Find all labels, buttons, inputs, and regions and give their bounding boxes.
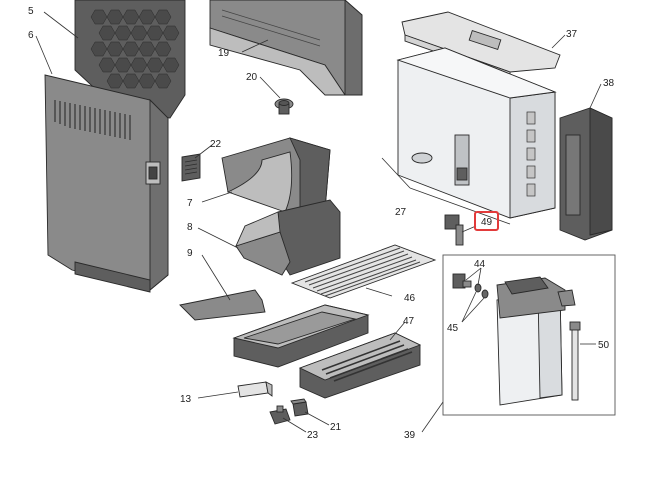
part-19-top-cover: [209, 0, 363, 96]
label-9: 9: [187, 248, 193, 259]
label-5: 5: [28, 6, 34, 17]
part-labels: 5 6 19 20 22 7 8 9 46 47 13 21 23 37 38 …: [28, 6, 615, 441]
part-39-carafe-group: [442, 254, 616, 416]
label-45: 45: [447, 323, 459, 334]
label-7: 7: [187, 198, 193, 209]
leader-lines: [35, 11, 602, 433]
part-21-connector: [290, 398, 309, 417]
part-38-tank-panel: [559, 107, 613, 241]
label-38: 38: [603, 78, 615, 89]
part-49-valve: [444, 214, 464, 246]
part-27-water-tank: [381, 47, 557, 225]
label-19: 19: [218, 48, 230, 59]
part-13-block: [237, 381, 273, 398]
label-44: 44: [474, 259, 486, 270]
part-20-screw: [274, 98, 294, 115]
label-27: 27: [395, 207, 407, 218]
part-44-fitting: [452, 273, 472, 289]
label-46: 46: [404, 293, 416, 304]
part-22-plate: [181, 153, 201, 182]
label-20: 20: [246, 72, 258, 83]
label-22: 22: [210, 139, 222, 150]
label-23: 23: [307, 430, 319, 441]
part-23-clip: [269, 405, 291, 425]
part-46-grid: [290, 244, 437, 299]
part-7-funnel: [221, 137, 331, 213]
part-47-tray: [298, 332, 422, 399]
part-45-o-rings: [474, 283, 489, 299]
label-50: 50: [598, 340, 610, 351]
label-13: 13: [180, 394, 192, 405]
highlight-box-49: [474, 211, 499, 231]
part-6-side-panel: [44, 74, 169, 293]
label-37: 37: [566, 29, 578, 40]
part-8-spout: [235, 199, 341, 276]
label-8: 8: [187, 222, 193, 233]
label-47: 47: [403, 316, 415, 327]
label-21: 21: [330, 422, 342, 433]
label-6: 6: [28, 30, 34, 41]
part-50-tube: [569, 321, 581, 401]
label-49: 49: [481, 217, 493, 228]
part-9-drip-tray: [179, 289, 370, 368]
label-39: 39: [404, 430, 416, 441]
